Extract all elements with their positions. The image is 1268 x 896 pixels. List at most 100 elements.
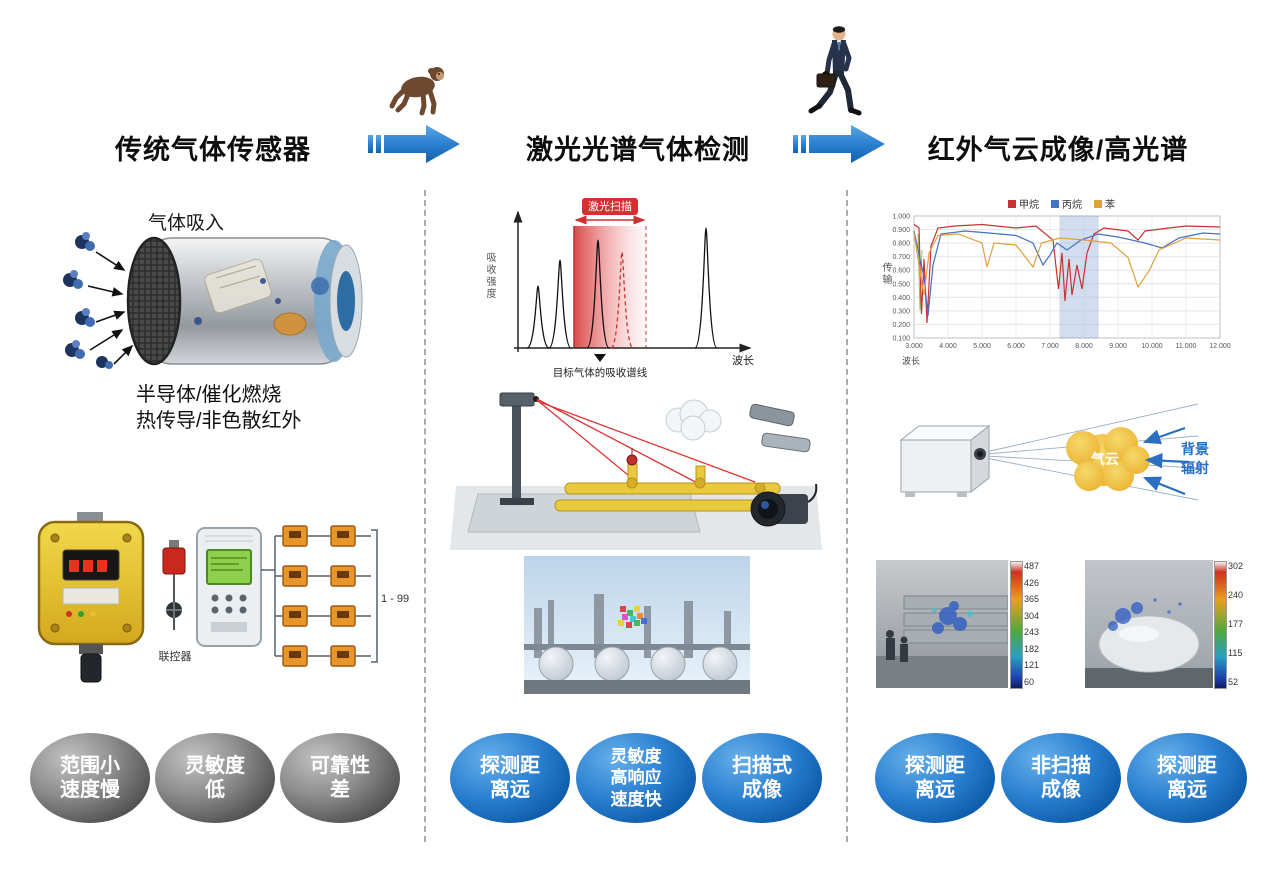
laser-beams [536,398,756,490]
radiation-label-line: 背景 [1181,441,1209,457]
svg-text:0.800: 0.800 [892,241,910,248]
propane-swatch-icon [1051,199,1059,208]
stage-title-traditional: 传统气体传感器 [115,135,311,165]
svg-text:7.000: 7.000 [1041,343,1059,350]
advantage-badge-nonscanning: 非扫描 成像 [1001,733,1121,823]
chart-legend: 甲烷 丙烷 苯 [1008,196,1115,211]
background-radiation-label: 背景 辐射 [1178,440,1212,478]
scale-value: 121 [1024,660,1040,671]
thermal-scale-values: 487 426 365 304 243 182 121 60 [1024,561,1050,687]
svg-text:0.200: 0.200 [892,322,910,329]
scale-value: 115 [1228,648,1243,658]
svg-text:4.000: 4.000 [939,343,957,350]
column-divider [846,190,848,842]
detector-system-illustration: 联控器 1 - 99 [37,512,409,683]
refinery-photo [524,556,750,694]
gas-detector-unit [37,512,145,683]
limitation-badge-reliability: 可靠性 差 [280,733,400,823]
advantage-badge-scanning: 扫描式 成像 [702,733,822,823]
thermal-scale-values: 302 240 177 115 52 [1228,561,1254,687]
svg-text:12.000: 12.000 [1209,343,1231,350]
legend-item-propane: 丙烷 [1051,196,1082,211]
thermal-color-scale [1010,561,1023,689]
svg-text:3.000: 3.000 [905,343,923,350]
plant-structures [524,594,750,658]
legend-item-methane: 甲烷 [1008,196,1039,211]
gas-plume-cloud [665,399,722,441]
target-annotation: 目标气体的吸收谱线 [553,366,648,379]
remote-detectors [282,525,356,667]
storage-tank [1098,615,1200,673]
thermal-color-scale [1214,561,1227,689]
svg-text:0.400: 0.400 [892,295,910,302]
svg-text:0.900: 0.900 [892,227,910,234]
svg-text:0.100: 0.100 [892,336,910,343]
sensor-caption-line2: 热传导/非色散红外 [136,410,302,432]
advantage-badge-distance: 探测距 离远 [875,733,995,823]
curve-propane [913,230,1221,317]
badge-line: 高响应 [610,768,662,788]
badge-line: 扫描式 [732,755,792,777]
scale-value: 243 [1024,627,1040,638]
legend-label: 甲烷 [1019,200,1039,211]
advantage-badge-distance: 探测距 离远 [450,733,570,823]
monkey-icon [389,67,444,116]
badge-line: 范围小 [60,755,120,777]
stage-title-infrared: 红外气云成像/高光谱 [927,135,1189,165]
handheld-detectors [749,403,811,453]
scale-value: 365 [1024,594,1040,605]
legend-label: 丙烷 [1062,200,1082,211]
gas-intake-label: 气体吸入 [148,213,225,234]
traditional-sensor-illustration [63,232,363,369]
badge-line: 成像 [742,779,782,801]
gas-cloud-imaging-diagram: 气云 [899,403,1199,501]
badge-line: 灵敏度 [185,755,245,777]
y-tick-labels: 1.000 0.900 0.800 0.700 0.600 0.500 0.40… [892,214,910,343]
svg-text:11.000: 11.000 [1176,343,1197,350]
x-tick-labels: 3.000 4.000 5.000 6.000 7.000 8.000 9.00… [905,343,1231,350]
transmission-spectrum-chart: 1.000 0.900 0.800 0.700 0.600 0.500 0.40… [892,214,1231,367]
scale-value: 304 [1024,610,1040,621]
badge-line: 探测距 [1157,755,1217,777]
sensor-internals [194,258,329,336]
y-axis-label: 吸收强度 [484,252,495,300]
scanned-laser-peak [610,251,634,349]
sensor-caption-line1: 半导体/催化燃烧 [136,384,282,406]
scale-value: 60 [1024,676,1035,687]
gas-molecules [63,232,113,369]
badge-line: 可靠性 [310,755,370,777]
x-axis-label: 波长 [902,355,920,366]
walking-man-icon [808,26,862,116]
gas-cloud-overlay [1108,598,1182,631]
limitation-badge-sensitivity: 灵敏度 低 [155,733,275,823]
badge-line: 低 [205,779,225,801]
svg-text:8.000: 8.000 [1075,343,1093,350]
gas-visualization-pixels [618,606,647,628]
scale-value: 426 [1024,577,1040,588]
intake-arrows [87,251,134,365]
sensor-cylinder [126,236,363,366]
scale-value: 182 [1024,643,1040,654]
advantage-badge-sensitivity: 灵敏度 高响应 速度快 [576,733,696,823]
gas-cloud-label: 气云 [1090,451,1119,467]
controller-unit [196,527,262,647]
grid-horizontal [914,229,1220,325]
gas-pipes [554,448,781,512]
svg-text:10.000: 10.000 [1141,343,1163,350]
svg-text:9.000: 9.000 [1109,343,1127,350]
detector-count-label: 1 - 99 [381,593,409,605]
badge-line: 成像 [1041,779,1081,801]
badge-line: 非扫描 [1031,755,1091,777]
legend-item-benzene: 苯 [1094,196,1115,211]
scan-label-box [582,198,638,215]
radiation-arrows [1142,426,1190,496]
absorption-spectrum-chart: 激光扫描 目标气体的吸收谱线 波长 [513,198,754,379]
radiation-label-line: 辐射 [1181,459,1209,476]
laser-mast [499,392,539,505]
badge-line: 离远 [1167,779,1207,801]
controller-label: 联控器 [159,649,192,663]
badge-line: 探测距 [480,755,540,777]
scale-value: 302 [1228,561,1244,571]
camera-lens [750,483,818,527]
